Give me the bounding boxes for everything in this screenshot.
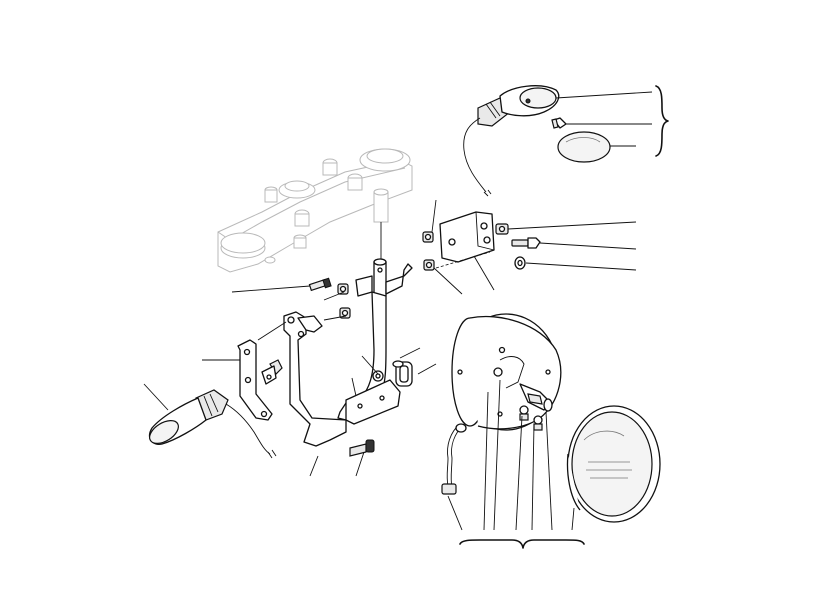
indicator-bulb bbox=[551, 117, 567, 129]
bracket-bolt-left bbox=[308, 277, 332, 292]
center-bracket-assembly bbox=[337, 258, 413, 425]
headlight-wiring bbox=[441, 423, 467, 495]
plate-bolt bbox=[511, 237, 541, 249]
upper-triple-clamp-ghost bbox=[217, 148, 413, 273]
bracket-bolt-mid bbox=[337, 283, 349, 295]
indicator-lens bbox=[557, 131, 611, 163]
indicator-mount-plate bbox=[435, 211, 495, 269]
headlight-bulb bbox=[519, 383, 553, 412]
turn-signal-lower bbox=[148, 339, 283, 459]
plate-nut-right bbox=[495, 223, 509, 235]
headlight-lens bbox=[566, 405, 661, 523]
turn-signal-upper bbox=[463, 85, 560, 197]
bracket-rubber-grommet bbox=[392, 360, 413, 387]
plate-washer bbox=[514, 256, 526, 270]
group-brace-turn-signal bbox=[655, 85, 669, 157]
bracket-lower-bolt bbox=[349, 439, 375, 457]
headlight-housing bbox=[451, 313, 562, 431]
headlight-bracket bbox=[283, 311, 347, 447]
bracket-spacer bbox=[372, 370, 384, 382]
group-brace-headlight bbox=[459, 539, 585, 549]
headlight-socket-parts bbox=[519, 405, 543, 431]
plate-nut-lower bbox=[423, 259, 435, 271]
plate-nut-upper bbox=[422, 231, 434, 243]
bracket-nut-lower bbox=[339, 307, 351, 319]
